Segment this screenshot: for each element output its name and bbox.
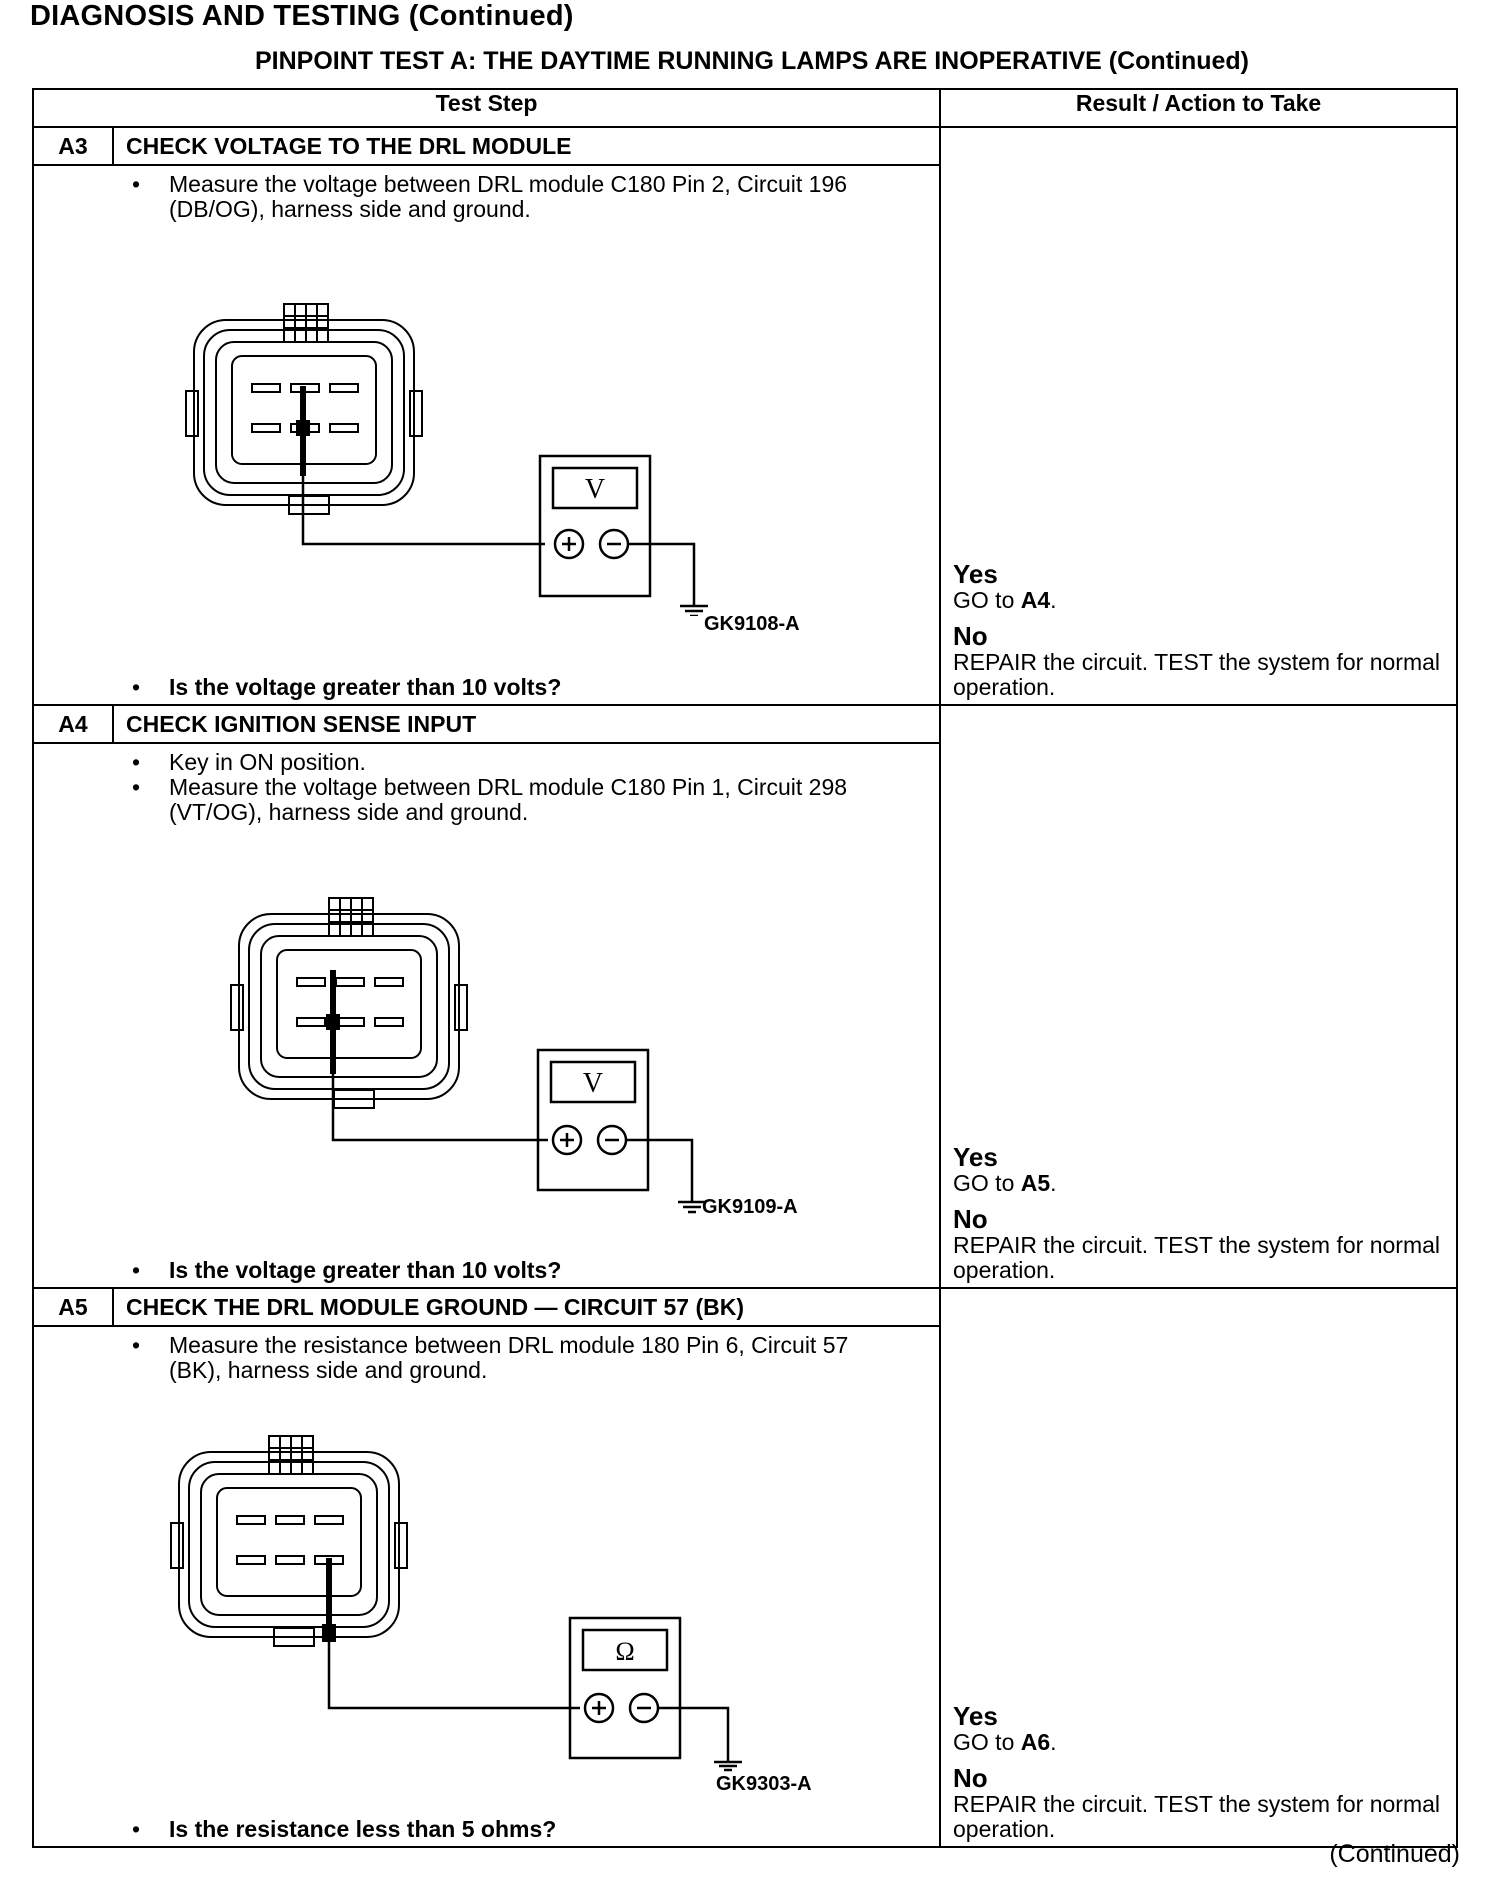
yes-label: Yes — [953, 1701, 998, 1731]
instruction-item: Measure the voltage between DRL module C… — [34, 172, 939, 222]
table-header-row: Test Step Result / Action to Take — [31, 88, 1459, 128]
step-body-row: Key in ON position. Measure the voltage … — [31, 742, 1457, 1289]
test-lead-negative — [628, 542, 696, 606]
step-body-row: Measure the resistance between DRL modul… — [31, 1325, 1457, 1848]
meter-symbol: V — [583, 1068, 603, 1099]
test-question: •Is the voltage greater than 10 volts? — [132, 1257, 562, 1283]
connector-ohmmeter-diagram: Ω — [170, 1435, 742, 1772]
test-lead-negative — [626, 1138, 694, 1202]
instruction-list: Measure the voltage between DRL module C… — [34, 166, 939, 222]
result-block: Yes GO to A5. No REPAIR the circuit. TES… — [953, 1144, 1446, 1283]
yes-action: GO to A4. — [953, 587, 1057, 613]
step-body: Key in ON position. Measure the voltage … — [31, 742, 942, 1289]
test-lead-negative — [658, 1706, 730, 1762]
test-question: •Is the voltage greater than 10 volts? — [132, 674, 562, 700]
yes-target-link[interactable]: A4 — [1020, 587, 1051, 613]
step-title: CHECK VOLTAGE TO THE DRL MODULE — [111, 126, 942, 166]
result-block: Yes GO to A6. No REPAIR the circuit. TES… — [953, 1703, 1446, 1842]
continued-note: (Continued) — [1329, 1840, 1460, 1868]
step-title-row: A5 CHECK THE DRL MODULE GROUND — CIRCUIT… — [32, 1287, 1459, 1848]
test-lead-positive — [327, 1638, 580, 1710]
connector-c180-icon — [170, 1435, 408, 1647]
pinpoint-test-title: PINPOINT TEST A: THE DAYTIME RUNNING LAM… — [255, 47, 1249, 75]
pinpoint-test-table: Test Step Result / Action to Take A3 CHE… — [31, 88, 1459, 1848]
instruction-list: Measure the resistance between DRL modul… — [34, 1327, 939, 1383]
step-id: A3 — [32, 126, 114, 166]
test-lead-positive — [331, 1074, 548, 1142]
figure-id: GK9109-A — [702, 1196, 798, 1218]
figure-id: GK9108-A — [704, 613, 800, 635]
no-label: No — [953, 621, 988, 651]
test-lead-positive — [301, 476, 545, 546]
ohmmeter-icon — [568, 1616, 682, 1760]
test-question: •Is the resistance less than 5 ohms? — [132, 1816, 557, 1842]
yes-label: Yes — [953, 559, 998, 589]
step-id: A4 — [32, 704, 114, 744]
instruction-item: Measure the resistance between DRL modul… — [34, 1333, 939, 1383]
step-body: Measure the voltage between DRL module C… — [31, 164, 942, 706]
probe-lead-icon — [326, 1558, 332, 1638]
no-action: REPAIR the circuit. TEST the system for … — [953, 649, 1441, 700]
connector-voltmeter-diagram: V — [185, 303, 708, 616]
step-id: A5 — [32, 1287, 114, 1327]
no-action: REPAIR the circuit. TEST the system for … — [953, 1232, 1441, 1283]
step-title-row: A4 CHECK IGNITION SENSE INPUT Yes GO to … — [32, 704, 1459, 1289]
result-cell: Yes GO to A6. No REPAIR the circuit. TES… — [939, 1287, 1459, 1848]
page-heading: DIAGNOSIS AND TESTING (Continued) — [30, 0, 574, 32]
step-title: CHECK IGNITION SENSE INPUT — [111, 704, 942, 744]
connector-voltmeter-diagram: V — [230, 897, 706, 1214]
result-cell: Yes GO to A5. No REPAIR the circuit. TES… — [939, 704, 1459, 1289]
connector-c180-icon — [230, 897, 468, 1109]
yes-target-link[interactable]: A5 — [1020, 1170, 1051, 1196]
result-block: Yes GO to A4. No REPAIR the circuit. TES… — [953, 561, 1446, 700]
meter-symbol: Ω — [615, 1637, 634, 1666]
step-body: Measure the resistance between DRL modul… — [31, 1325, 942, 1848]
result-cell: Yes GO to A4. No REPAIR the circuit. TES… — [939, 126, 1459, 706]
step-body-row: Measure the voltage between DRL module C… — [31, 164, 1457, 706]
figure-id: GK9303-A — [716, 1773, 812, 1795]
no-label: No — [953, 1204, 988, 1234]
voltmeter-icon — [538, 454, 652, 598]
instruction-item: Key in ON position. — [34, 750, 939, 776]
instruction-item: Measure the voltage between DRL module C… — [34, 775, 939, 825]
meter-symbol: V — [585, 474, 605, 505]
yes-action: GO to A5. — [953, 1170, 1057, 1196]
yes-action: GO to A6. — [953, 1729, 1057, 1755]
step-title-row: A3 CHECK VOLTAGE TO THE DRL MODULE Yes G… — [32, 126, 1459, 706]
ground-icon — [678, 1200, 706, 1214]
instruction-list: Key in ON position. Measure the voltage … — [34, 744, 939, 825]
yes-label: Yes — [953, 1142, 998, 1172]
no-action: REPAIR the circuit. TEST the system for … — [953, 1791, 1441, 1842]
header-result-action: Result / Action to Take — [939, 88, 1459, 128]
ground-icon — [680, 604, 708, 616]
step-title: CHECK THE DRL MODULE GROUND — CIRCUIT 57… — [111, 1287, 942, 1327]
ground-icon — [714, 1760, 742, 1772]
no-label: No — [953, 1763, 988, 1793]
header-test-step: Test Step — [31, 88, 942, 128]
yes-target-link[interactable]: A6 — [1020, 1729, 1051, 1755]
